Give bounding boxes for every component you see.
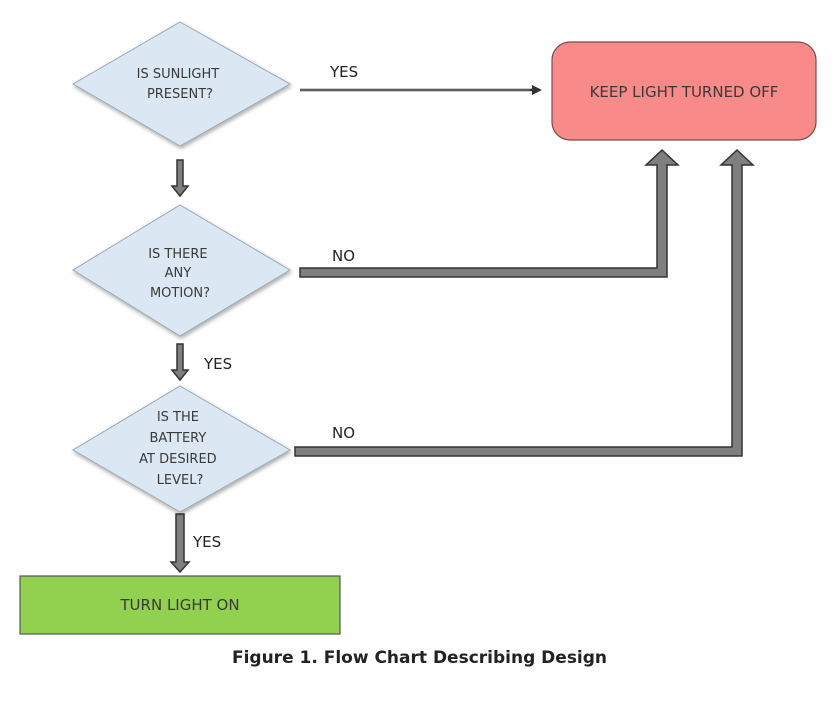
keep-light-off-box <box>551 41 817 141</box>
arrow-sunlight-to-motion <box>170 159 190 198</box>
decision-sunlight-text: IS SUNLIGHT PRESENT? <box>137 67 224 102</box>
arrow-battery-no <box>294 148 755 457</box>
arrow-battery-yes <box>169 513 191 574</box>
label-sunlight-yes: YES <box>329 63 358 81</box>
arrow-motion-no <box>299 148 680 278</box>
decision-battery <box>72 385 292 513</box>
connectors <box>169 85 755 574</box>
label-battery-no: NO <box>332 424 355 442</box>
decision-motion <box>72 204 291 337</box>
decision-battery-text: IS THE BATTERY AT DESIRED LEVEL? <box>139 410 221 488</box>
label-battery-yes: YES <box>192 533 221 551</box>
arrow-motion-yes <box>170 343 190 382</box>
decision-motion-text: IS THERE ANY MOTION? <box>148 247 212 301</box>
arrow-sunlight-yes <box>300 85 542 95</box>
decision-sunlight <box>72 21 292 147</box>
turn-light-on-box <box>19 575 341 635</box>
label-motion-no: NO <box>332 247 355 265</box>
turn-light-on-label: TURN LIGHT ON <box>119 596 239 614</box>
keep-light-off-label: KEEP LIGHT TURNED OFF <box>590 83 779 101</box>
label-motion-yes: YES <box>203 355 232 373</box>
figure-caption: Figure 1. Flow Chart Describing Design <box>231 648 608 668</box>
